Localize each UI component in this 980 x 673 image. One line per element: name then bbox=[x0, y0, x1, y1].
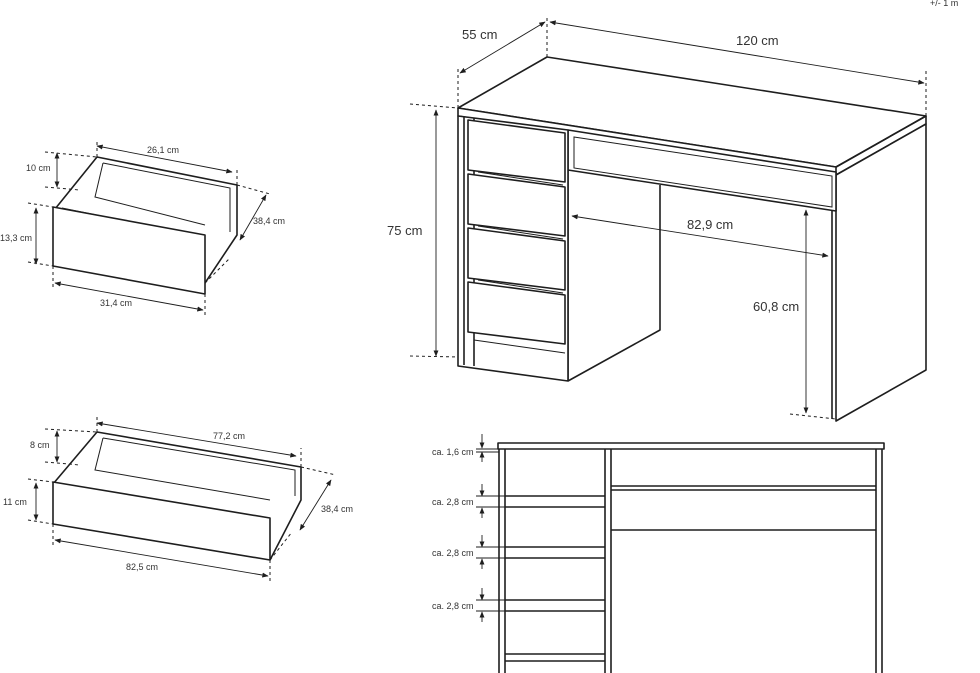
desk-isometric-diagram: 55 cm 120 cm 75 cm 82,9 cm 60,8 cm bbox=[387, 16, 927, 422]
large-drawer-front-width-label: 82,5 cm bbox=[126, 562, 158, 572]
tolerance-label: +/- 1 m bbox=[930, 0, 958, 8]
large-drawer-depth-label: 38,4 cm bbox=[321, 504, 353, 514]
desk-front-view-diagram: ca. 1,6 cm ca. 2,8 cm ca. 2,8 cm ca. 2,8… bbox=[432, 434, 885, 673]
desk-legroom-height-label: 60,8 cm bbox=[753, 299, 799, 314]
gap-label-4: ca. 2,8 cm bbox=[432, 601, 474, 611]
large-drawer-inner-height-label: 8 cm bbox=[30, 440, 50, 450]
desk-legroom-width-label: 82,9 cm bbox=[687, 217, 733, 232]
large-drawer-inner-width-label: 77,2 cm bbox=[213, 431, 245, 441]
small-drawer-front-height-label: 13,3 cm bbox=[0, 233, 32, 243]
small-drawer-inner-height-label: 10 cm bbox=[26, 163, 51, 173]
desk-width-label: 120 cm bbox=[736, 33, 779, 48]
gap-label-1: ca. 1,6 cm bbox=[432, 447, 474, 457]
large-drawer-diagram: 77,2 cm 8 cm 11 cm 38,4 cm 82,5 cm bbox=[3, 417, 353, 584]
small-drawer-front-width-label: 31,4 cm bbox=[100, 298, 132, 308]
small-drawer-diagram: 26,1 cm 10 cm 13,3 cm 38,4 cm 31,4 cm bbox=[0, 141, 285, 316]
gap-label-2: ca. 2,8 cm bbox=[432, 497, 474, 507]
small-drawer-inner-width-label: 26,1 cm bbox=[147, 145, 179, 155]
desk-height-label: 75 cm bbox=[387, 223, 422, 238]
small-drawer-depth-label: 38,4 cm bbox=[253, 216, 285, 226]
gap-label-3: ca. 2,8 cm bbox=[432, 548, 474, 558]
large-drawer-front-height-label: 11 cm bbox=[3, 497, 27, 507]
desk-depth-label: 55 cm bbox=[462, 27, 497, 42]
